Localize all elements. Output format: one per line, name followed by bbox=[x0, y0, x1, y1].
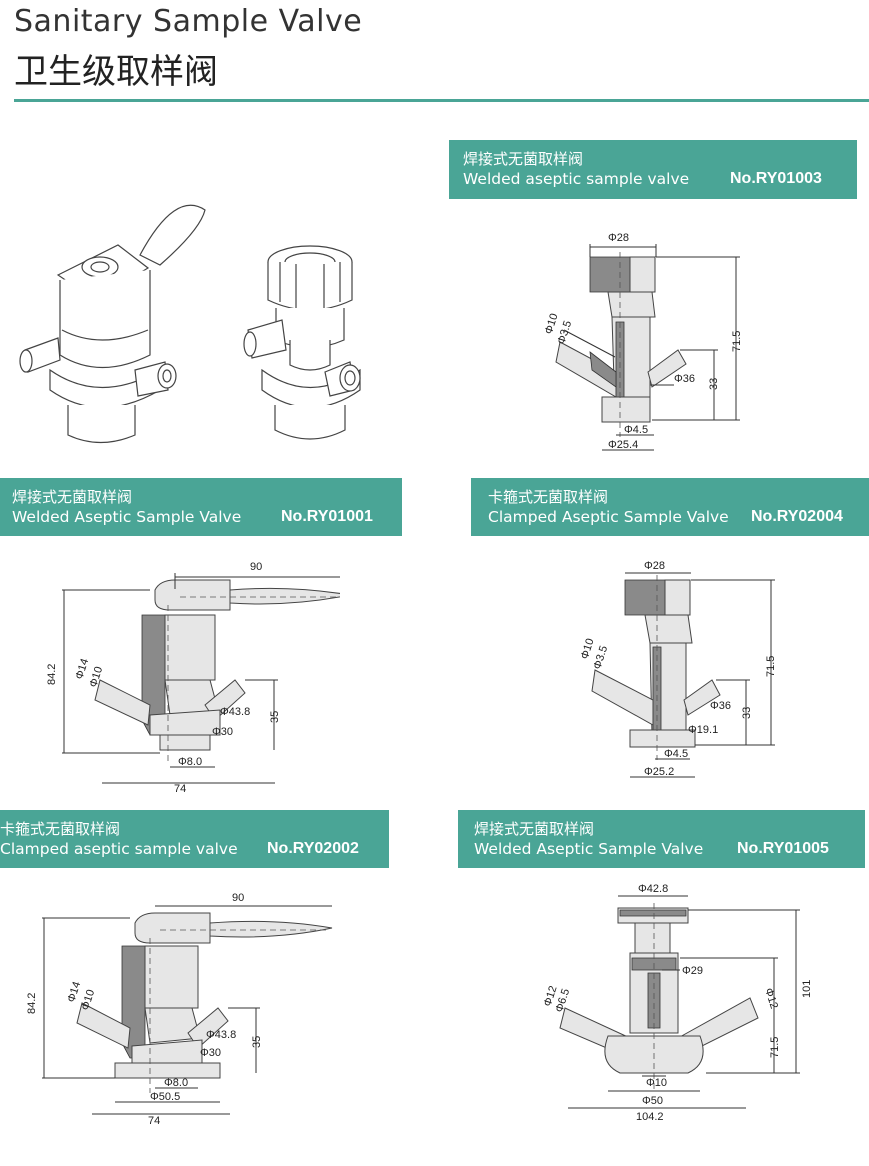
valve-isometric-illustrations bbox=[19, 204, 361, 444]
product-number: No.RY01005 bbox=[737, 840, 829, 857]
dim-label: 84.2 bbox=[26, 993, 38, 1014]
dim-label: 71.5 bbox=[765, 656, 777, 677]
dim-label: Φ43.8 bbox=[220, 706, 250, 718]
product-band-ry01005: 焊接式无菌取样阀 Welded Aseptic Sample Valve No.… bbox=[458, 810, 865, 868]
product-en-name: Welded aseptic sample valve bbox=[463, 170, 690, 188]
drawing-ry01001: 90 84.2 Φ14 Φ10 Φ43.8 35 Φ30 Φ8.0 74 bbox=[46, 561, 340, 795]
dim-label: Φ30 bbox=[200, 1047, 221, 1059]
drawing-ry01003: Φ28 Φ10 Φ3.5 71.5 33 Φ36 Φ4.5 Φ25.4 bbox=[543, 232, 743, 451]
product-band-ry02002: 卡箍式无菌取样阀 Clamped aseptic sample valve No… bbox=[0, 810, 389, 868]
dim-label: Φ30 bbox=[212, 726, 233, 738]
product-number: No.RY02004 bbox=[751, 508, 843, 525]
dim-label: Φ8.0 bbox=[178, 756, 202, 768]
dim-label: Φ10 bbox=[646, 1077, 667, 1089]
product-cn-name: 卡箍式无菌取样阀 bbox=[0, 820, 121, 838]
header-rule bbox=[14, 99, 869, 102]
dim-label: Φ19.1 bbox=[688, 724, 718, 736]
valve-iso-lever bbox=[19, 204, 206, 444]
product-cn-name: 焊接式无菌取样阀 bbox=[463, 150, 584, 168]
dim-label: 35 bbox=[269, 711, 281, 723]
product-cn-name: 卡箍式无菌取样阀 bbox=[488, 488, 609, 506]
dim-label: Φ28 bbox=[608, 232, 629, 244]
product-cn-name: 焊接式无菌取样阀 bbox=[474, 820, 595, 838]
dim-label: Φ4.5 bbox=[664, 748, 688, 760]
product-cn-name: 焊接式无菌取样阀 bbox=[12, 488, 133, 506]
page-title-en: Sanitary Sample Valve bbox=[14, 4, 363, 39]
valve-iso-knob bbox=[243, 245, 361, 440]
product-band-ry01003: 焊接式无菌取样阀 Welded aseptic sample valve No.… bbox=[449, 140, 857, 199]
dim-label: 33 bbox=[708, 378, 720, 390]
product-en-name: Clamped aseptic sample valve bbox=[0, 840, 238, 858]
dim-label: Φ42.8 bbox=[638, 883, 668, 895]
drawing-ry02002: 90 84.2 Φ14 Φ10 Φ43.8 35 Φ30 Φ8.0 Φ50.5 … bbox=[26, 892, 333, 1127]
dim-label: Φ50 bbox=[642, 1095, 663, 1107]
product-en-name: Welded Aseptic Sample Valve bbox=[474, 840, 704, 858]
product-number: No.RY01003 bbox=[730, 170, 822, 187]
dim-label: Φ50.5 bbox=[150, 1091, 180, 1103]
dim-label: Φ14 bbox=[73, 657, 91, 681]
product-band-ry01001: 焊接式无菌取样阀 Welded Aseptic Sample Valve No.… bbox=[0, 478, 402, 536]
dim-label: 33 bbox=[741, 707, 753, 719]
dim-label: 35 bbox=[251, 1036, 263, 1048]
page-title-cn: 卫生级取样阀 bbox=[14, 52, 218, 92]
drawing-ry02004: Φ28 Φ10 Φ3.5 71.5 Φ36 33 Φ19.1 Φ4.5 Φ25.… bbox=[579, 560, 777, 778]
dim-label: Φ8.0 bbox=[164, 1077, 188, 1089]
dim-label: Φ28 bbox=[644, 560, 665, 572]
dim-label: 84.2 bbox=[46, 664, 58, 685]
product-number: No.RY02002 bbox=[267, 840, 359, 857]
dim-label: Φ12 bbox=[762, 987, 780, 1011]
dim-label: Φ43.8 bbox=[206, 1029, 236, 1041]
dim-label: 74 bbox=[148, 1115, 160, 1127]
dim-label: 71.5 bbox=[769, 1037, 781, 1058]
dim-label: 90 bbox=[250, 561, 262, 573]
dim-label: Φ29 bbox=[682, 965, 703, 977]
dim-label: 101 bbox=[801, 980, 813, 998]
dim-label: Φ10 bbox=[79, 988, 97, 1012]
dim-label: Φ25.2 bbox=[644, 766, 674, 778]
dim-label: Φ36 bbox=[674, 373, 695, 385]
product-number: No.RY01001 bbox=[281, 508, 373, 525]
dim-label: 104.2 bbox=[636, 1111, 664, 1123]
dim-label: Φ4.5 bbox=[624, 424, 648, 436]
drawing-ry01005: Φ42.8 Φ29 Φ12 Φ6.5 Φ12 101 71.5 Φ10 Φ50 … bbox=[542, 883, 813, 1123]
dim-label: 71.5 bbox=[731, 331, 743, 352]
dim-label: Φ25.4 bbox=[608, 439, 638, 451]
dim-label: 74 bbox=[174, 783, 186, 795]
dim-label: 90 bbox=[232, 892, 244, 904]
dim-label: Φ36 bbox=[710, 700, 731, 712]
dim-label: Φ14 bbox=[65, 980, 83, 1004]
product-band-ry02004: 卡箍式无菌取样阀 Clamped Aseptic Sample Valve No… bbox=[471, 478, 869, 536]
product-en-name: Clamped Aseptic Sample Valve bbox=[488, 508, 729, 526]
product-en-name: Welded Aseptic Sample Valve bbox=[12, 508, 242, 526]
